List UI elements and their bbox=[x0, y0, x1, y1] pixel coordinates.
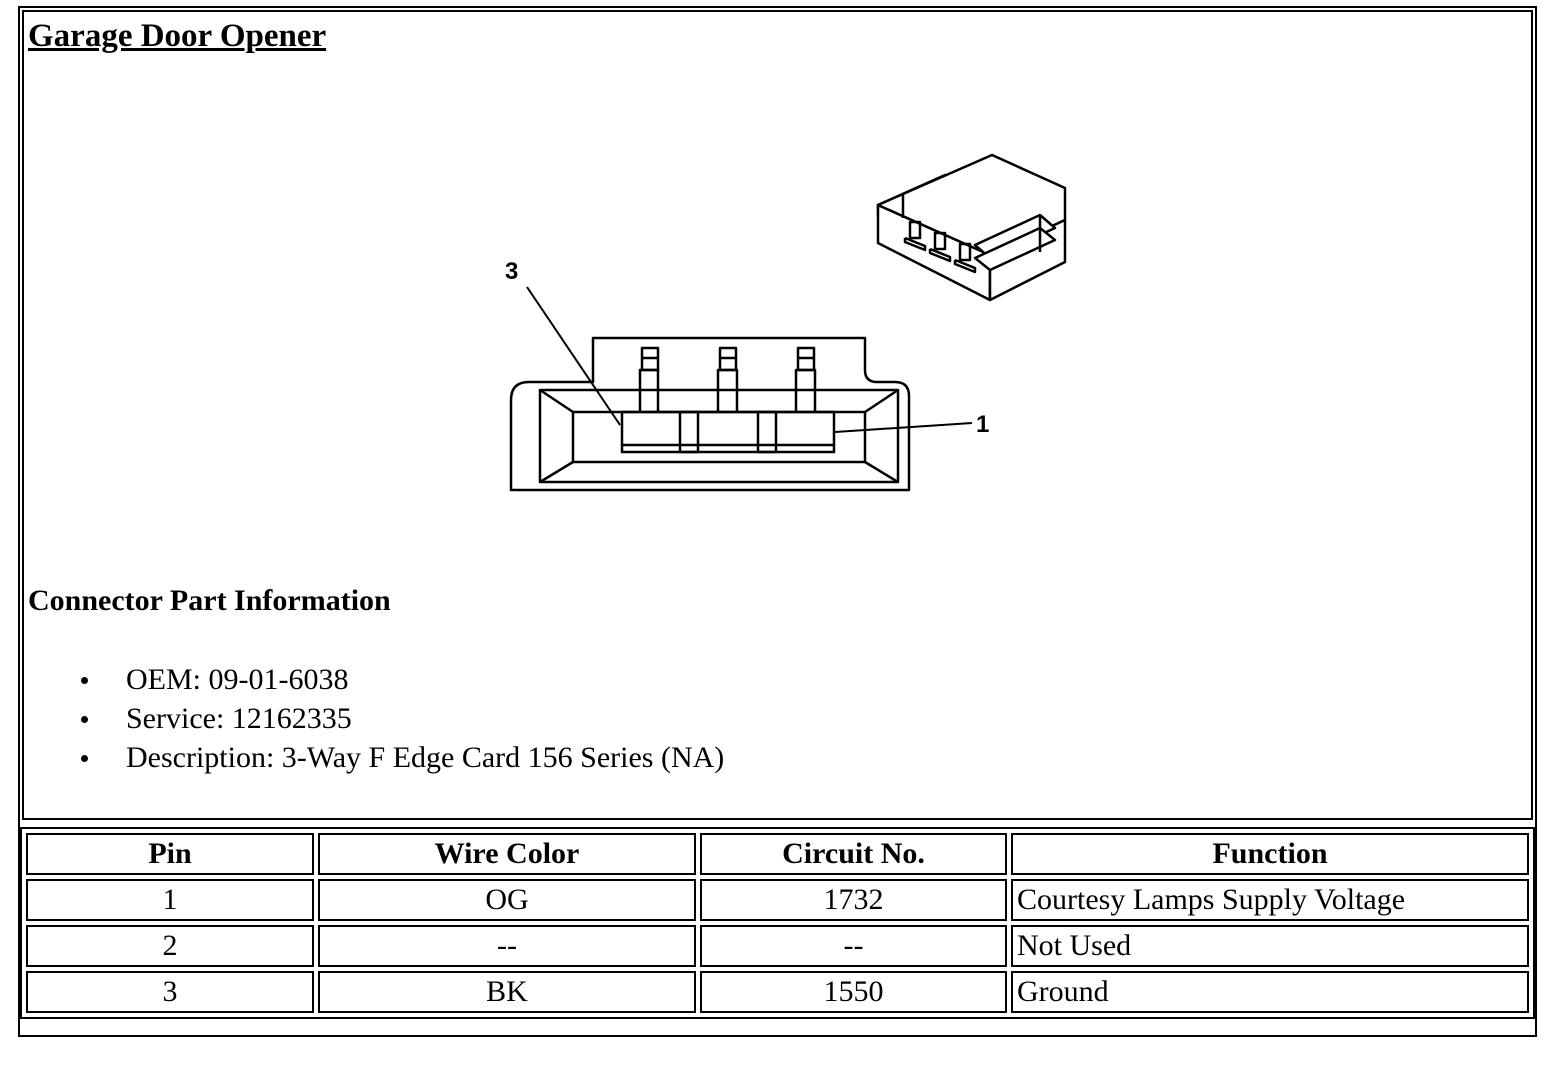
cell-wire-color: OG bbox=[318, 879, 696, 921]
connector-front-view bbox=[509, 286, 973, 492]
cell-wire-color: -- bbox=[318, 925, 696, 967]
header-pin: Pin bbox=[26, 833, 314, 875]
cell-pin: 2 bbox=[26, 925, 314, 967]
cell-circuit-no: -- bbox=[700, 925, 1007, 967]
connector-3d-view bbox=[876, 153, 1067, 302]
table-header-row: Pin Wire Color Circuit No. Function bbox=[26, 833, 1529, 875]
cell-pin: 3 bbox=[26, 971, 314, 1013]
cell-circuit-no: 1732 bbox=[700, 879, 1007, 921]
cell-wire-color: BK bbox=[318, 971, 696, 1013]
cell-function: Not Used bbox=[1011, 925, 1529, 967]
list-item-oem: OEM: 09-01-6038 bbox=[78, 660, 724, 699]
connector-info-heading: Connector Part Information bbox=[28, 584, 391, 617]
page-title: Garage Door Opener bbox=[28, 18, 327, 54]
cell-function: Ground bbox=[1011, 971, 1529, 1013]
cell-circuit-no: 1550 bbox=[700, 971, 1007, 1013]
connector-info-box bbox=[22, 10, 1533, 820]
list-item-service: Service: 12162335 bbox=[78, 699, 724, 738]
table-row: 1 OG 1732 Courtesy Lamps Supply Voltage bbox=[26, 879, 1529, 921]
cell-function: Courtesy Lamps Supply Voltage bbox=[1011, 879, 1529, 921]
callout-pin-1: 1 bbox=[976, 411, 989, 438]
page-frame bbox=[18, 6, 1537, 1037]
table-row: 2 -- -- Not Used bbox=[26, 925, 1529, 967]
pin-table: Pin Wire Color Circuit No. Function 1 OG… bbox=[20, 827, 1535, 1019]
callout-pin-3: 3 bbox=[505, 258, 518, 285]
header-function: Function bbox=[1011, 833, 1529, 875]
cell-pin: 1 bbox=[26, 879, 314, 921]
table-row: 3 BK 1550 Ground bbox=[26, 971, 1529, 1013]
connector-info-list: OEM: 09-01-6038 Service: 12162335 Descri… bbox=[78, 660, 724, 777]
header-wire-color: Wire Color bbox=[318, 833, 696, 875]
list-item-description: Description: 3-Way F Edge Card 156 Serie… bbox=[78, 738, 724, 777]
header-circuit-no: Circuit No. bbox=[700, 833, 1007, 875]
